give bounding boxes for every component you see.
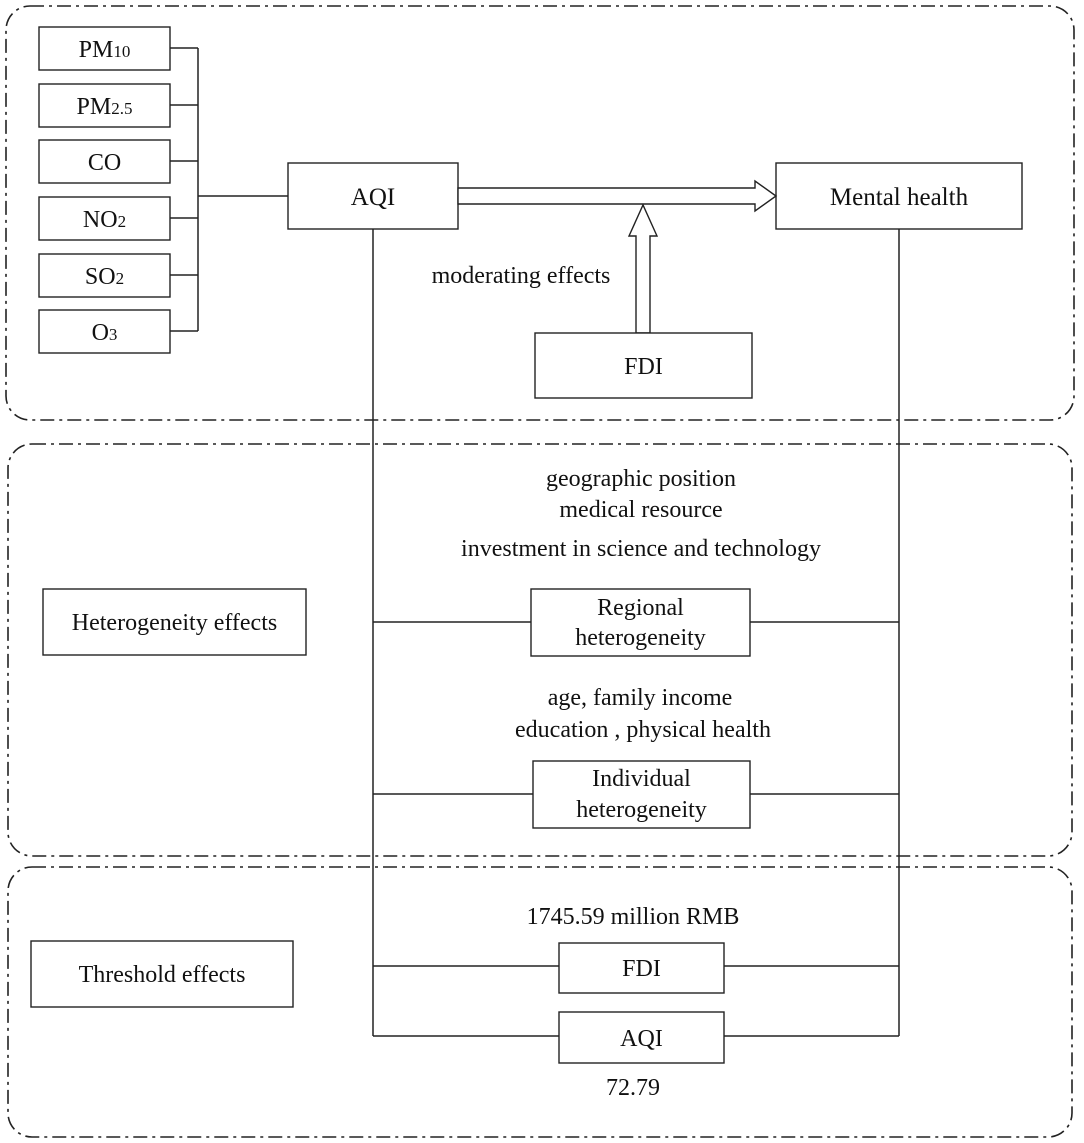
regional-heterogeneity-label: Regional: [597, 595, 684, 621]
fdi-threshold-label: FDI: [622, 956, 661, 982]
pollutant-box: [38, 196, 171, 241]
regional-factor-text: geographic position: [546, 466, 736, 492]
fdi-moderator-box: [534, 332, 753, 399]
regional-factor-text: medical resource: [559, 497, 722, 523]
fdi-threshold-value: 1745.59 million RMB: [527, 904, 740, 930]
regional-factor-text: investment in science and technology: [461, 536, 821, 562]
pollutant-box: [38, 83, 171, 128]
individual-heterogeneity-box: [532, 760, 751, 829]
threshold-section-frame: [7, 866, 1073, 1138]
pollutant-list: PM10 PM2.5 CO NO2 SO2 O3: [38, 26, 171, 354]
pollutant-box: [38, 139, 171, 184]
mental-health-box: [775, 162, 1023, 230]
aqi-threshold-label: AQI: [620, 1026, 663, 1052]
effect-arrow: [457, 179, 778, 213]
pollutant-label: NO2: [83, 207, 126, 233]
individual-heterogeneity-label: heterogeneity: [576, 797, 707, 823]
threshold-effects-label: Threshold effects: [79, 962, 246, 988]
individual-heterogeneity-label: Individual: [592, 766, 691, 792]
pollutant-box: [38, 253, 171, 298]
fdi-threshold-box: [558, 942, 725, 994]
fdi-moderator-label: FDI: [624, 354, 663, 380]
pollutant-bracket: [170, 47, 288, 332]
regional-heterogeneity-box: [530, 588, 751, 657]
pollutant-box: [38, 26, 171, 71]
threshold-effects-box: [30, 940, 294, 1008]
aqi-box: [287, 162, 459, 230]
heterogeneity-section-frame: [7, 443, 1073, 857]
top-section-frame: [5, 5, 1075, 421]
pollutant-label: CO: [88, 150, 121, 176]
pollutant-label: O3: [92, 320, 118, 346]
individual-factor-text: education , physical health: [515, 717, 771, 743]
pollutant-box: [38, 309, 171, 354]
moderating-arrow: [627, 203, 659, 334]
moderating-effects-label: moderating effects: [432, 263, 611, 289]
aqi-label: AQI: [351, 184, 395, 211]
heterogeneity-effects-box: [42, 588, 307, 656]
aqi-threshold-value: 72.79: [606, 1075, 660, 1101]
regional-heterogeneity-label: heterogeneity: [575, 625, 706, 651]
individual-factor-text: age, family income: [548, 685, 733, 711]
pollutant-label: SO2: [85, 264, 124, 290]
mental-health-label: Mental health: [830, 184, 969, 211]
aqi-threshold-box: [558, 1011, 725, 1064]
pollutant-label: PM10: [79, 37, 131, 63]
heterogeneity-effects-label: Heterogeneity effects: [72, 610, 277, 636]
pollutant-label: PM2.5: [77, 94, 133, 120]
